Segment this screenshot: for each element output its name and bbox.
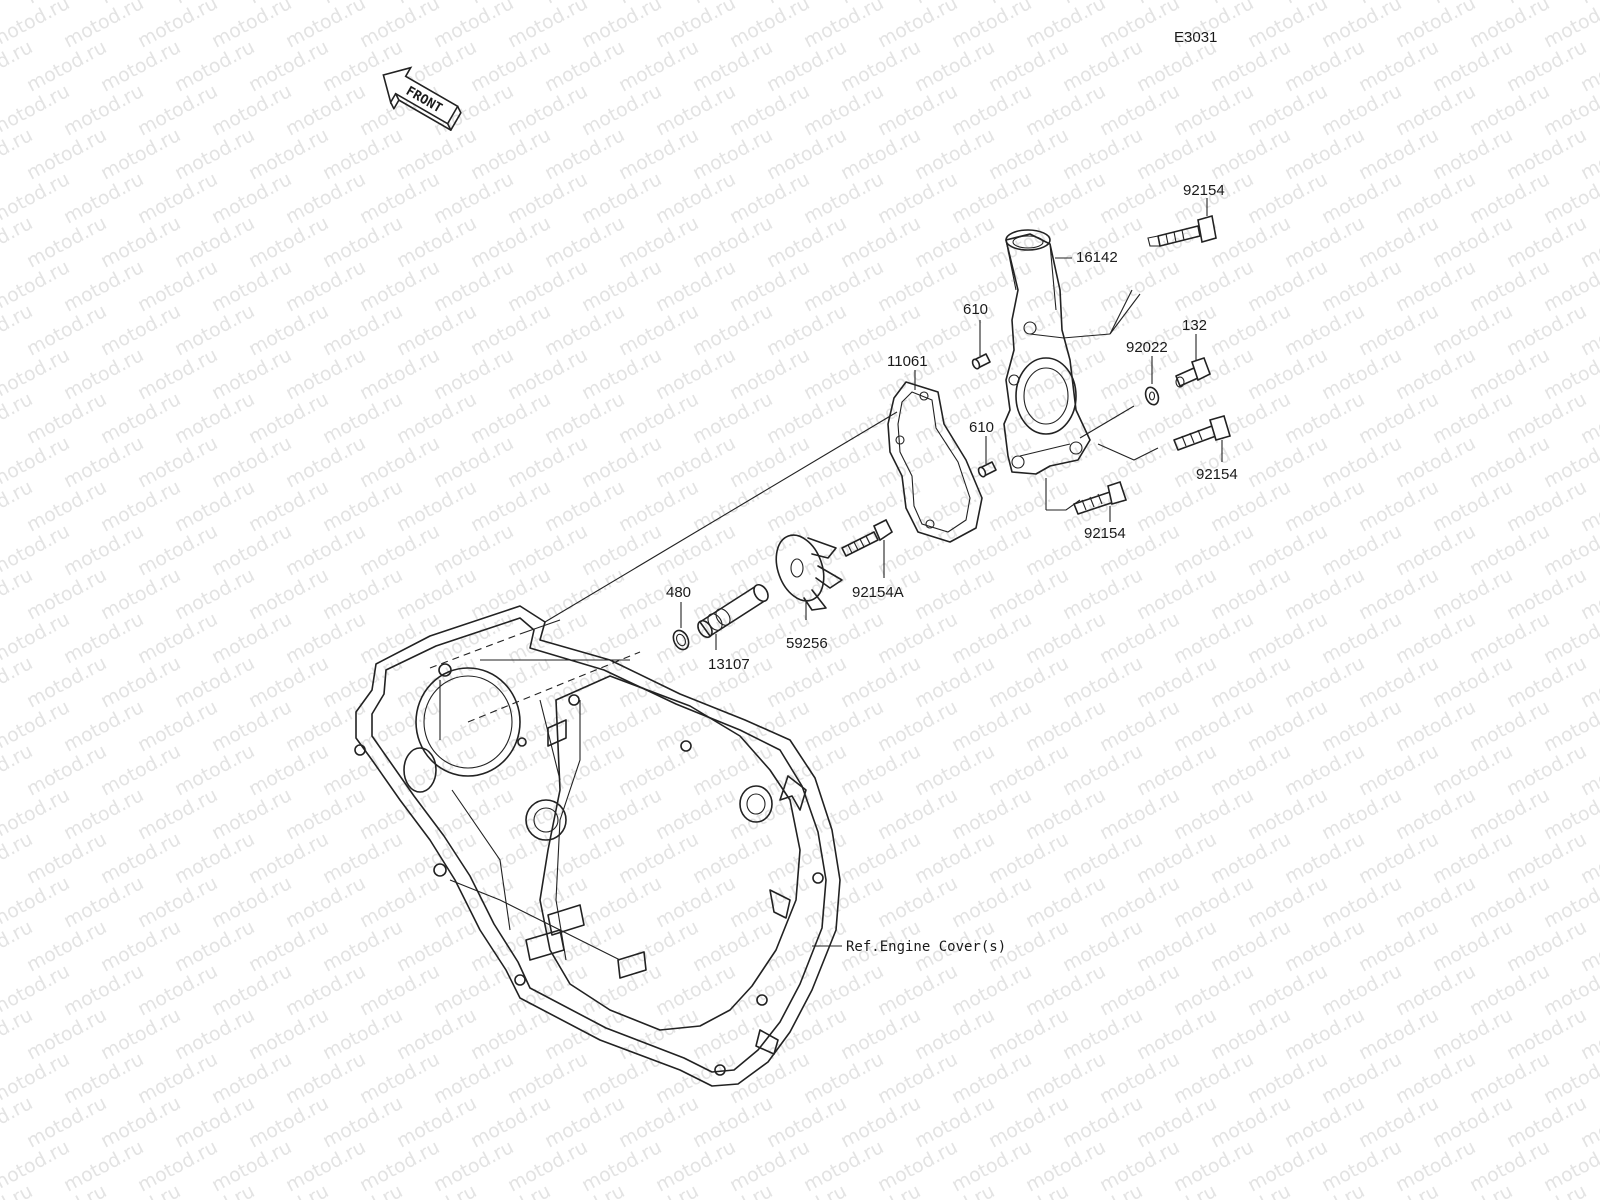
callout-132: 132 — [1182, 317, 1207, 334]
reference-note: Ref.Engine Cover(s) — [846, 939, 1006, 955]
bolt-92154-right — [1173, 415, 1231, 451]
dowel-610-middle — [977, 461, 997, 478]
water-pump-cover-16142 — [1003, 229, 1091, 475]
callout-92154-top: 92154 — [1183, 182, 1225, 199]
callout-480: 480 — [666, 584, 691, 601]
dowel-610-top — [971, 353, 991, 370]
callout-92154A: 92154A — [852, 584, 904, 601]
front-arrow-icon: FRONT — [382, 66, 462, 131]
washer-92022 — [1144, 386, 1160, 406]
engine-cover-case — [354, 605, 841, 1087]
assembly-line-main — [544, 411, 898, 623]
callout-92022: 92022 — [1126, 339, 1168, 356]
gasket-11061 — [887, 381, 983, 543]
bolt-92154-top — [1147, 214, 1217, 247]
callout-13107: 13107 — [708, 656, 750, 673]
callout-16142: 16142 — [1076, 249, 1118, 266]
callout-59256: 59256 — [786, 635, 828, 652]
callout-92154-bottom: 92154 — [1084, 525, 1126, 542]
shaft-13107 — [697, 583, 769, 639]
callout-610-top: 610 — [963, 301, 988, 318]
impeller-59256 — [775, 534, 843, 611]
bolt-92154A — [841, 518, 894, 557]
callout-11061: 11061 — [887, 353, 928, 370]
callout-92154-right: 92154 — [1196, 466, 1238, 483]
callout-610-middle: 610 — [969, 419, 994, 436]
bolt-132 — [1175, 356, 1212, 388]
diagram-code: E3031 — [1174, 29, 1217, 46]
assembly-line-case — [467, 651, 641, 723]
circlip-480 — [672, 629, 690, 651]
bolt-92154-bottom — [1073, 480, 1128, 515]
